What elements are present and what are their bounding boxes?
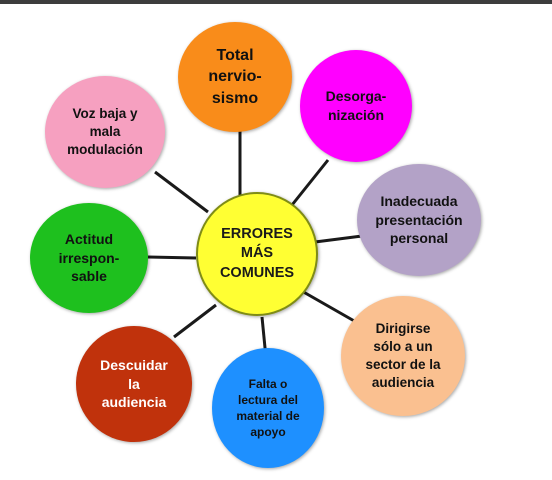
- node-falta-lectura-label: Falta o lectura del material de apoyo: [236, 376, 300, 440]
- center-node-label: ERRORES MÁS COMUNES: [219, 225, 295, 281]
- node-dirigirse-sector: Dirigirse sólo a un sector de la audienc…: [341, 296, 465, 416]
- node-voz-baja: Voz baja y mala modulación: [45, 76, 165, 188]
- connector-voz: [154, 170, 209, 214]
- center-node-errores: ERRORES MÁS COMUNES: [196, 192, 318, 316]
- connector-actitud: [147, 255, 197, 260]
- window-top-bar: [0, 0, 552, 4]
- node-desorganizacion-label: Desorga- nización: [325, 88, 387, 123]
- node-actitud-irresponsable-label: Actitud irrespon- sable: [58, 230, 120, 285]
- connector-descuidar: [173, 303, 217, 339]
- node-voz-baja-label: Voz baja y mala modulación: [67, 105, 143, 158]
- node-total-nerviosismo: Total nervio- sismo: [178, 22, 292, 132]
- node-actitud-irresponsable: Actitud irrespon- sable: [30, 203, 148, 313]
- node-falta-lectura: Falta o lectura del material de apoyo: [212, 348, 324, 468]
- node-total-nerviosismo-label: Total nervio- sismo: [208, 46, 262, 107]
- node-inadecuada-presentacion-label: Inadecuada presentación personal: [375, 192, 463, 247]
- node-descuidar-audiencia-label: Descuidar la audiencia: [100, 356, 168, 411]
- node-dirigirse-sector-label: Dirigirse sólo a un sector de la audienc…: [365, 320, 441, 391]
- node-desorganizacion: Desorga- nización: [300, 50, 412, 162]
- node-descuidar-audiencia: Descuidar la audiencia: [76, 326, 192, 442]
- node-inadecuada-presentacion: Inadecuada presentación personal: [357, 164, 481, 276]
- connector-dirigirse: [299, 288, 357, 324]
- connector-inadecuada: [314, 234, 363, 244]
- connector-desorg: [286, 159, 330, 211]
